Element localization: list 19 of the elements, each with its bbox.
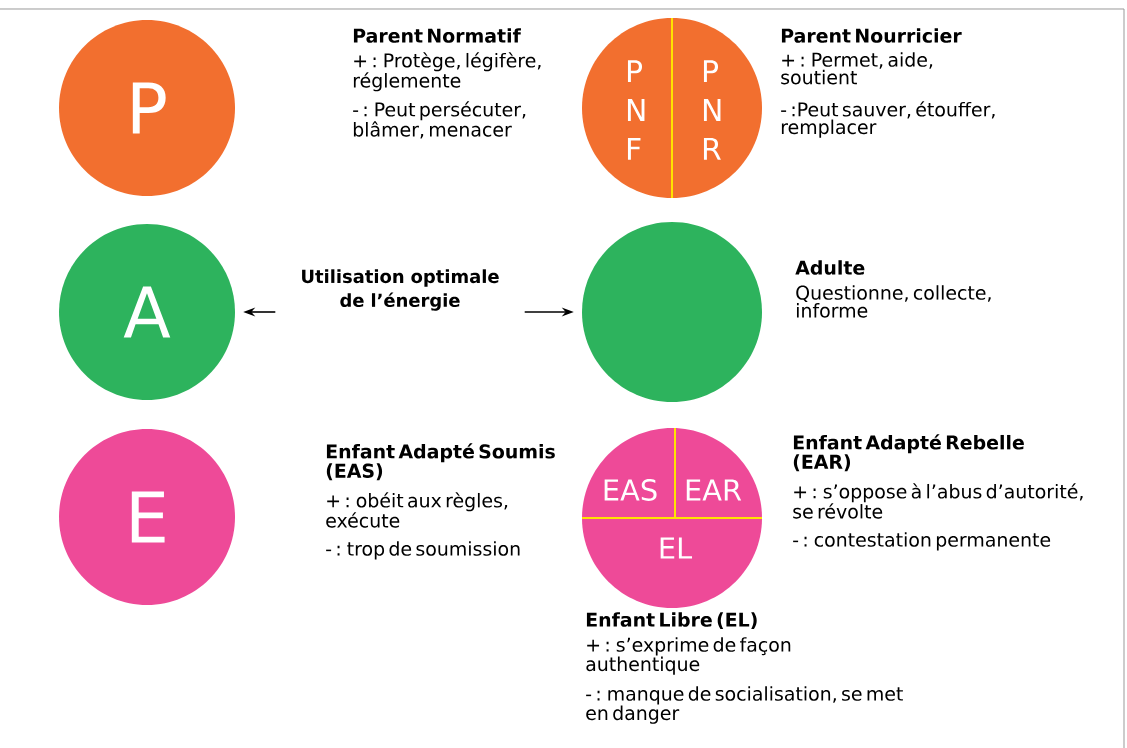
description-text: - : Peut persécuter, blâmer, menacer xyxy=(353,101,526,139)
description-heading: Enfant Adapté Rebelle (EAR) xyxy=(793,434,1024,472)
description-text: - :Peut sauver, étouffer, remplacer xyxy=(781,101,995,138)
description-text: - : trop de soumission xyxy=(326,541,520,560)
description-heading: Adulte xyxy=(795,260,865,275)
description-text: + : Permet, aide, soutient xyxy=(781,52,933,85)
circle xyxy=(582,222,762,402)
description-heading: Parent Nourricier xyxy=(781,28,962,43)
description-text: + : obéit aux règles, exécute xyxy=(326,492,508,528)
description-heading: Parent Normatif xyxy=(353,28,521,43)
description-text: - : contestation permanente xyxy=(793,532,1051,551)
description-text: + : s’oppose à l’abus d’autorité, se révolte xyxy=(793,483,1083,519)
description-heading: Enfant Libre (EL) xyxy=(586,612,757,630)
heading-text: Utilisation optimale de l’énergie xyxy=(302,269,499,311)
description-text: - : manque de socialisation, se met en danger xyxy=(586,686,903,724)
description-heading: Enfant Adapté Soumis (EAS) xyxy=(326,443,555,481)
description-text: + : Protège, légifère, réglemente xyxy=(353,52,541,92)
description-text: Questionne, collecte, informe xyxy=(796,285,991,318)
description-text: + : s’exprime de façon authentique xyxy=(586,637,791,675)
